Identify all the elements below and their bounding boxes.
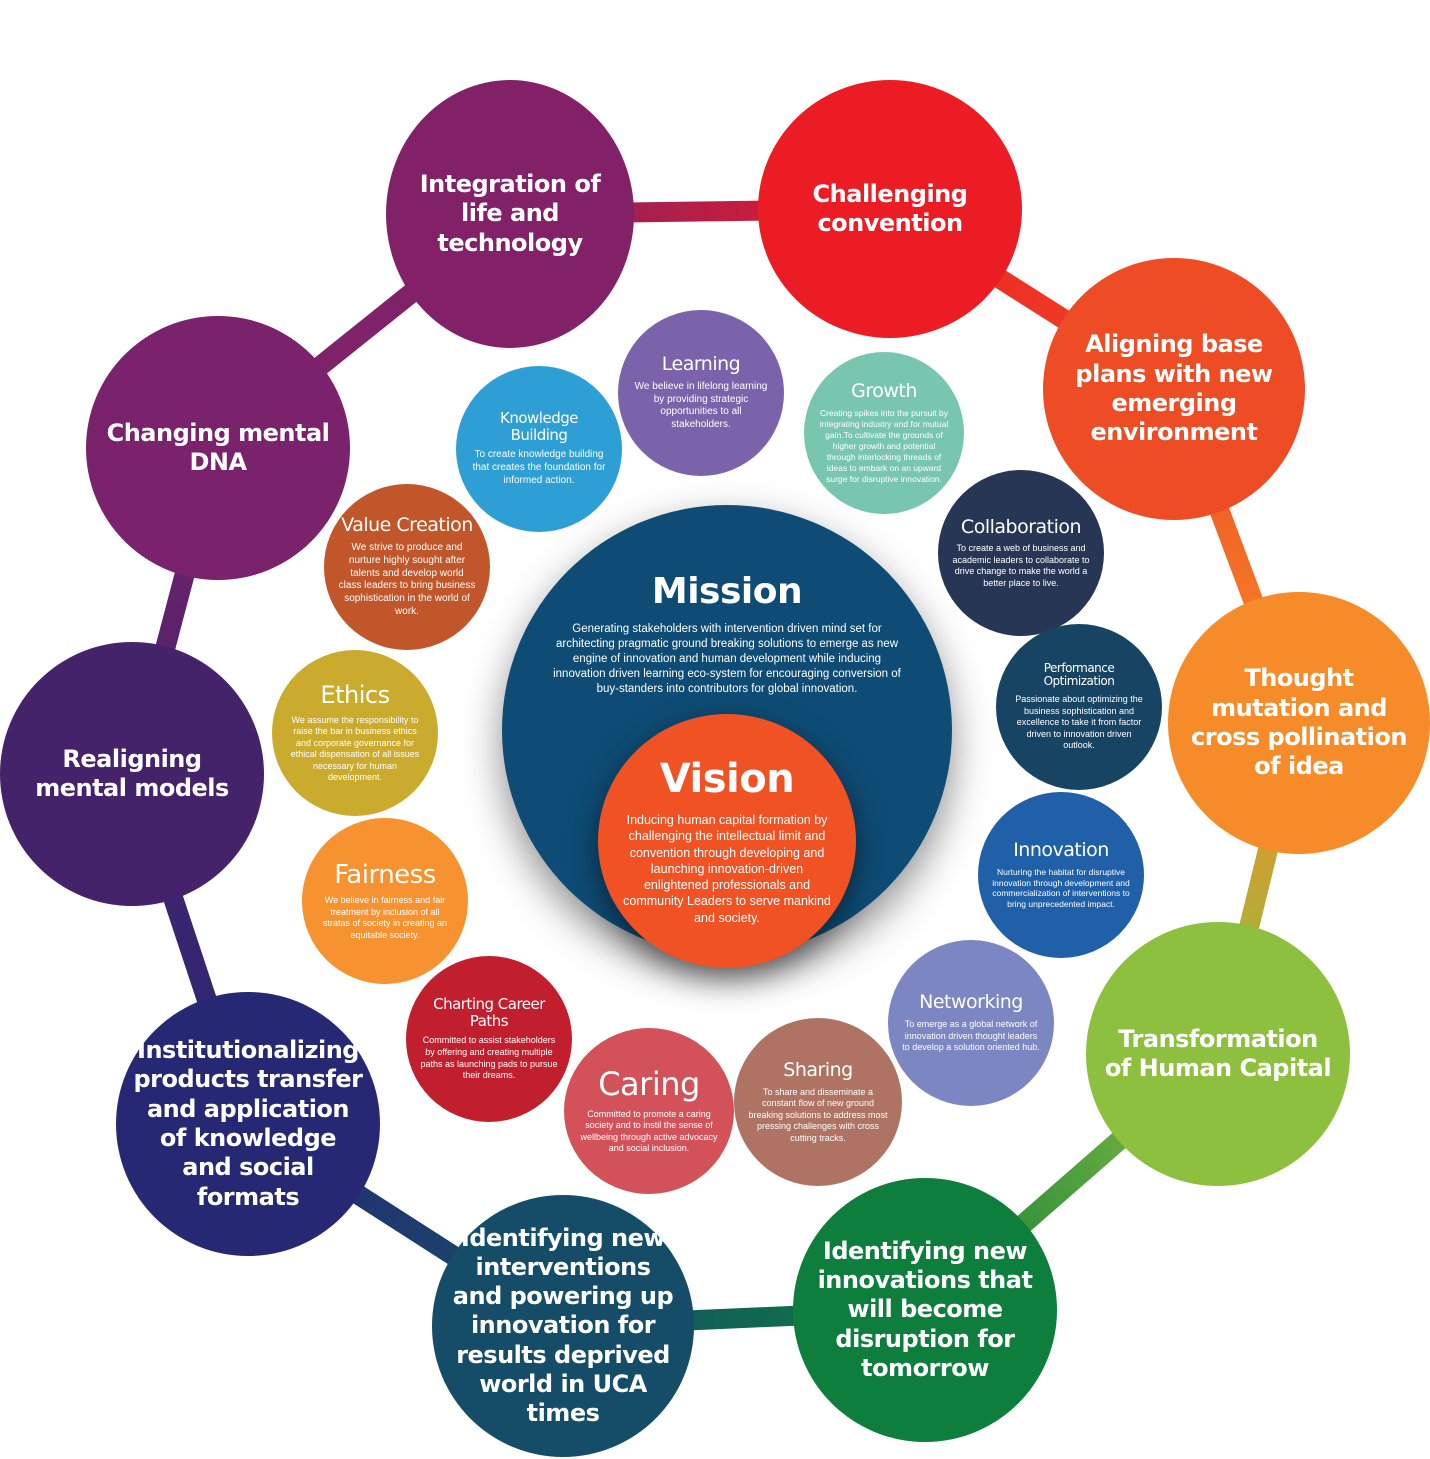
value-title: Fairness: [334, 859, 436, 890]
mission-title: Mission: [651, 571, 803, 612]
outer-node-label: Challenging convention: [812, 179, 968, 237]
value-description: To create knowledge building that create…: [472, 449, 606, 486]
value-description: Passionate about optimizing the business…: [1015, 694, 1143, 751]
vision-title: Vision: [659, 756, 795, 803]
value-description: Committed to promote a caring society an…: [580, 1108, 718, 1154]
value-description: Nurturing the habitat for disruptive inn…: [992, 866, 1130, 910]
value-node-fairness: Fairness We believe in fairness and fair …: [302, 818, 468, 984]
value-description: To create a web of business and academic…: [952, 543, 1090, 588]
outer-node-label: Institutionalizing products transfer and…: [133, 1036, 363, 1211]
value-description: We assume the responsibility to raise th…: [290, 714, 420, 783]
outer-node-label: Aligning base plans with new emerging en…: [1075, 330, 1273, 447]
value-title: Value Creation: [341, 514, 473, 537]
outer-node-label: Integration of life and technology: [419, 170, 601, 257]
value-node-value-creation: Value Creation We strive to produce and n…: [324, 484, 490, 650]
outer-node-label: Realigning mental models: [35, 744, 229, 802]
value-node-ethics: Ethics We assume the responsibility to ra…: [272, 650, 438, 816]
value-description: Committed to assist stakeholders by offe…: [420, 1035, 558, 1081]
outer-node-thought-mutation: Thought mutation and cross pollination o…: [1168, 592, 1430, 854]
vision-description: Inducing human capital formation by chal…: [623, 813, 831, 925]
value-title: Networking: [919, 991, 1023, 1014]
outer-node-label: Changing mental DNA: [106, 418, 330, 476]
value-node-networking: Networking To emerge as a global network …: [888, 940, 1054, 1106]
value-title: Performance Optimization: [1043, 661, 1115, 689]
outer-node-integration-of-life-and-technology: Integration of life and technology: [386, 80, 634, 348]
outer-node-label: Identifying new interventions and poweri…: [452, 1223, 674, 1428]
value-description: We strive to produce and nurture highly …: [338, 542, 476, 618]
outer-node-identifying-new-interventions: Identifying new interventions and poweri…: [432, 1195, 694, 1457]
vision-circle: Vision Inducing human capital formation …: [598, 714, 856, 968]
value-title: Caring: [598, 1065, 700, 1104]
value-description: We believe in lifelong learning by provi…: [634, 380, 768, 431]
value-title: Sharing: [783, 1058, 853, 1081]
outer-node-aligning-base-plans: Aligning base plans with new emerging en…: [1043, 258, 1305, 520]
value-description: To emerge as a global network of innovat…: [902, 1019, 1040, 1053]
value-title: Ethics: [320, 681, 390, 710]
outer-node-label: Transformation of Human Capital: [1104, 1024, 1332, 1082]
value-node-learning: Learning We believe in lifelong learning …: [618, 310, 784, 476]
value-title: Charting Career Paths: [433, 995, 545, 1030]
outer-node-identifying-new-innovations: Identifying new innovations that will be…: [793, 1178, 1057, 1442]
outer-node-label: Thought mutation and cross pollination o…: [1191, 664, 1407, 781]
value-title: Learning: [661, 352, 741, 375]
outer-node-transformation-of-human-capital: Transformation of Human Capital: [1086, 922, 1350, 1186]
value-description: Creating spikes into the pursuit by inte…: [819, 408, 949, 484]
outer-node-institutionalizing-products-transfer: Institutionalizing products transfer and…: [116, 992, 380, 1256]
outer-node-realigning-mental-models: Realigning mental models: [0, 642, 264, 906]
value-node-collaboration: Collaboration To create a web of business…: [938, 470, 1104, 636]
value-description: To share and disseminate a constant flow…: [748, 1086, 888, 1143]
outer-node-challenging-convention: Challenging convention: [758, 80, 1022, 338]
value-title: Growth: [851, 380, 917, 403]
outer-node-label: Identifying new innovations that will be…: [817, 1236, 1033, 1382]
value-title: Collaboration: [960, 515, 1082, 538]
value-node-sharing: Sharing To share and disseminate a consta…: [734, 1018, 902, 1186]
value-title: Knowledge Building: [500, 409, 578, 444]
outer-node-changing-mental-dna: Changing mental DNA: [86, 316, 350, 580]
mission-description: Generating stakeholders with interventio…: [553, 623, 901, 695]
value-description: We believe in fairness and fair treatmen…: [322, 895, 448, 940]
value-node-knowledge-building: Knowledge Building To create knowledge bu…: [456, 366, 622, 532]
value-title: Innovation: [1013, 838, 1109, 861]
